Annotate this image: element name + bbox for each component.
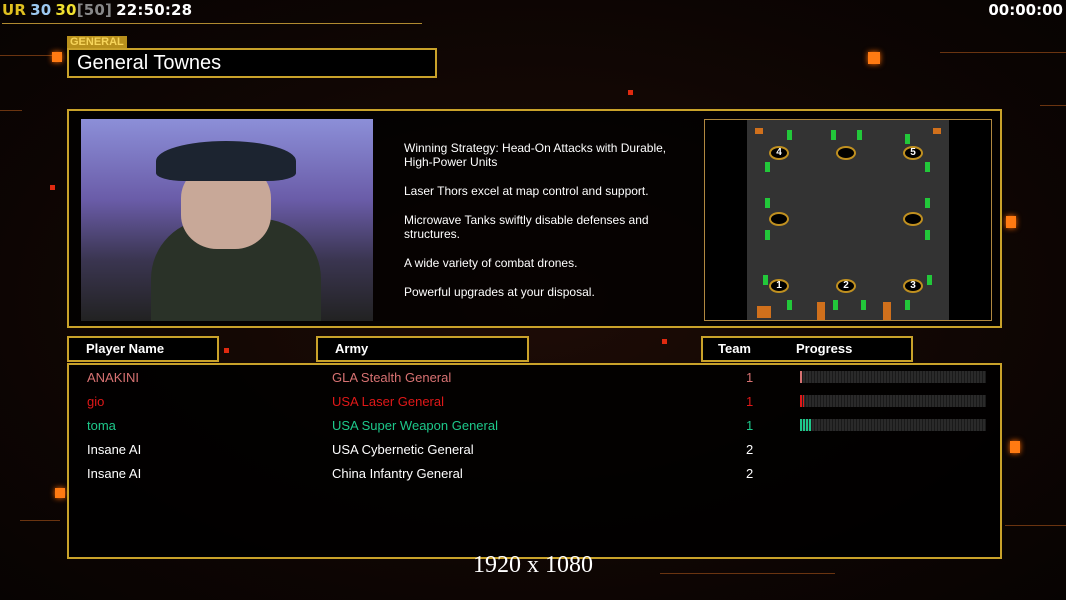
player-row[interactable]: toma USA Super Weapon General 1 [69,415,1000,439]
player-army[interactable]: China Infantry General [332,466,463,481]
decor-line [1005,525,1066,526]
general-name-box: General Townes [67,48,437,78]
decor-square [50,185,55,190]
header-army: Army [316,336,529,362]
decor-square [662,339,667,344]
decor-line [660,573,835,574]
player-name: toma [87,418,116,433]
player-army[interactable]: USA Super Weapon General [332,418,498,433]
start-slot[interactable]: 2 [836,279,856,293]
start-slot[interactable]: 4 [769,146,789,160]
player-team[interactable]: 1 [746,370,754,385]
clock-time: 22:50:28 [116,1,193,19]
player-name: Insane AI [87,442,142,457]
player-row[interactable]: ANAKINI GLA Stealth General 1 [69,367,1000,391]
supply-icon [787,300,792,310]
player-name: gio [87,394,105,409]
resolution-label: 1920 x 1080 [473,552,593,578]
player-row[interactable]: Insane AI China Infantry General 2 [69,463,1000,487]
strategy-line: Laser Thors excel at map control and sup… [404,184,649,198]
start-slot[interactable]: 3 [903,279,923,293]
start-slot[interactable] [836,146,856,160]
player-name: ANAKINI [87,370,140,385]
base-structure-icon [757,306,771,318]
decor-square [1010,441,1020,453]
supply-icon [905,300,910,310]
general-tag: GENERAL [67,36,127,48]
player-row[interactable]: gio USA Laser General 1 [69,391,1000,415]
supply-icon [861,300,866,310]
start-slot[interactable] [903,212,923,226]
progress-bar [800,419,986,431]
base-structure-icon [817,302,825,320]
supply-icon [765,198,770,208]
supply-icon [925,162,930,172]
base-structure-icon [933,128,941,134]
general-name: General Townes [77,52,222,74]
strategy-line: Microwave Tanks swiftly disable defenses… [404,213,649,241]
supply-icon [927,275,932,285]
decor-square [55,488,65,498]
base-structure-icon [755,128,763,134]
stat-2: 30 [55,1,77,19]
header-player-name: Player Name [67,336,219,362]
supply-icon [925,198,930,208]
player-army[interactable]: USA Cybernetic General [332,442,474,457]
decor-square [224,348,229,353]
supply-icon [905,134,910,144]
decor-line [940,52,1066,53]
header-progress: Progress [796,341,853,356]
general-info-panel: Winning Strategy: Head-On Attacks with D… [67,109,1002,328]
strategy-line: Winning Strategy: Head-On Attacks with D… [404,141,667,169]
player-team[interactable]: 1 [746,394,754,409]
decor-square [52,52,62,62]
supply-icon [925,230,930,240]
decor-line [1040,105,1066,106]
start-slot[interactable]: 5 [903,146,923,160]
decor-line [0,55,60,56]
map-preview[interactable]: 4 5 1 2 3 [704,119,992,321]
header-team-progress: Team Progress [701,336,913,362]
decor-line [20,520,60,521]
progress-fill [800,419,812,431]
player-army[interactable]: USA Laser General [332,394,445,409]
decor-square [628,90,633,95]
player-name: Insane AI [87,466,142,481]
supply-icon [765,230,770,240]
map-field: 4 5 1 2 3 [747,120,949,320]
decor-square [1006,216,1016,228]
progress-bar [800,371,986,383]
supply-icon [831,130,836,140]
supply-icon [765,162,770,172]
progress-fill [800,395,804,407]
strategy-line: A wide variety of combat drones. [404,256,578,270]
supply-icon [833,300,838,310]
decor-line [0,110,22,111]
player-army[interactable]: GLA Stealth General [332,370,452,385]
player-team[interactable]: 1 [746,418,754,433]
player-team[interactable]: 2 [746,466,754,481]
supply-icon [787,130,792,140]
strategy-line: Powerful upgrades at your disposal. [404,285,595,299]
player-row[interactable]: Insane AI USA Cybernetic General 2 [69,439,1000,463]
stat-1: 30 [30,1,52,19]
progress-fill [800,371,802,383]
progress-bar [800,395,986,407]
status-underline [2,23,422,24]
header-team: Team [718,341,751,356]
start-slot[interactable] [769,212,789,226]
game-timer: 00:00:00 [988,1,1063,19]
supply-icon [857,130,862,140]
ur-label: UR [2,1,27,19]
start-slot[interactable]: 1 [769,279,789,293]
player-team[interactable]: 2 [746,442,754,457]
supply-icon [763,275,768,285]
strategy-text: Winning Strategy: Head-On Attacks with D… [404,141,704,314]
decor-square [868,52,880,64]
base-structure-icon [883,302,891,320]
stat-cap: [50] [76,1,113,19]
general-portrait [81,119,373,321]
